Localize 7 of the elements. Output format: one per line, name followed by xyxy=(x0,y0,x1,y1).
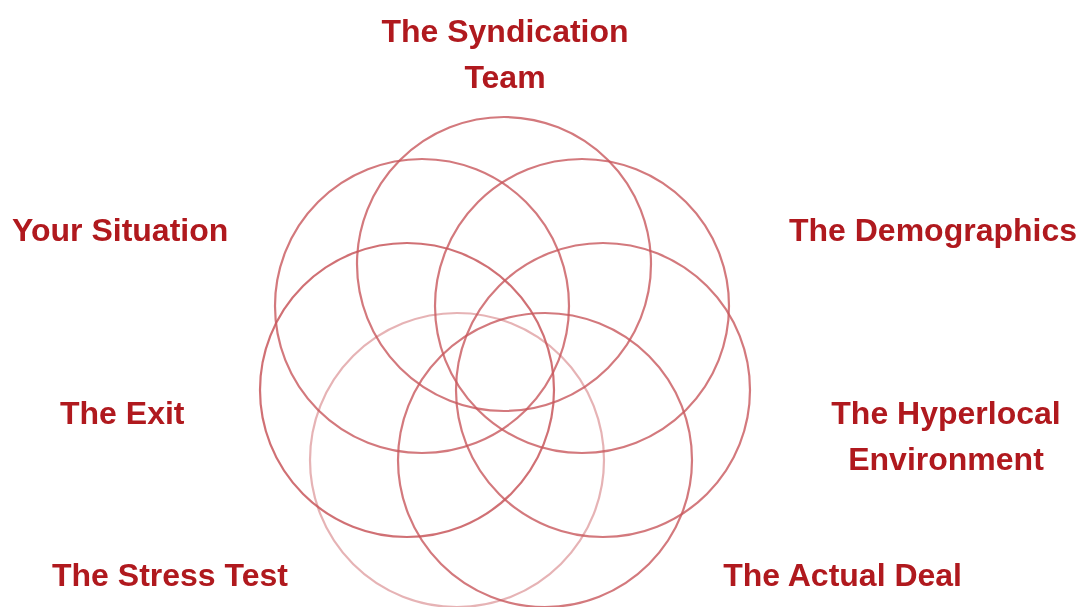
category-label: The Syndication Team xyxy=(380,12,630,97)
category-label: The Demographics xyxy=(787,211,1077,250)
category-label: The Hyperlocal Environment xyxy=(830,394,1062,479)
category-label: Your Situation xyxy=(12,211,230,250)
category-label: The Actual Deal xyxy=(722,556,962,595)
category-label: The Exit xyxy=(60,394,186,433)
category-label: The Stress Test xyxy=(52,556,289,595)
